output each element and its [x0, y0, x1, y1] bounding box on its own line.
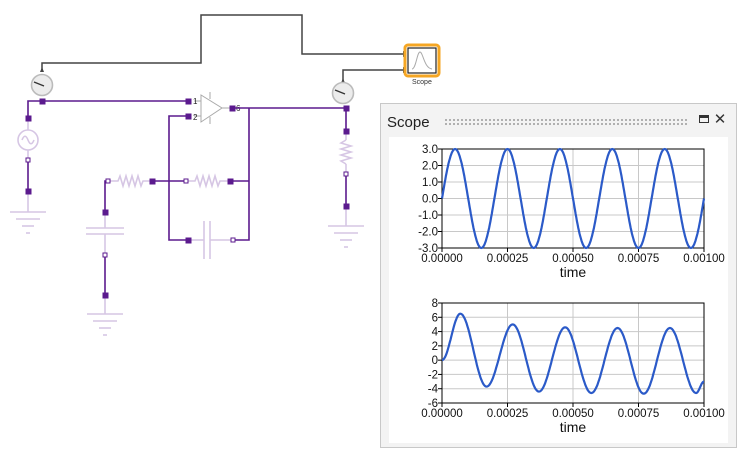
scope-block-label: Scope	[412, 79, 432, 86]
opamp-pin-2: 2	[193, 113, 198, 122]
x-tick-label: 0.00000	[421, 253, 463, 265]
resistor-r2[interactable]	[186, 173, 230, 189]
x-tick-label: 0.00050	[552, 253, 594, 265]
y-tick-label: -2	[428, 369, 438, 381]
x-tick-label: 0.00075	[618, 408, 660, 420]
x-tick-label: 0.00025	[487, 253, 529, 265]
maximize-icon	[699, 115, 709, 123]
y-tick-label: 0.0	[422, 194, 438, 206]
signal-wire-output-meter	[342, 69, 404, 82]
x-tick-label: 0.00075	[618, 253, 660, 265]
open-nodes	[25, 157, 349, 258]
resistor-load[interactable]	[338, 131, 354, 174]
x-axis-title: time	[560, 419, 587, 435]
arrow-icon	[40, 67, 44, 72]
scope-waveform-icon	[411, 51, 433, 70]
wire[interactable]	[27, 100, 188, 119]
y-tick-label: -3.0	[418, 243, 438, 255]
scope-plots[interactable]: 0.00000 0.00025 0.00050 0.00075 0.00100 3.0 2.…	[389, 137, 728, 443]
x-tick-label: 0.00000	[421, 408, 463, 420]
x-tick-label: 0.00100	[683, 253, 725, 265]
x-tick-label: 0.00050	[552, 408, 594, 420]
plot-frame	[441, 302, 705, 404]
y-tick-label: -4	[428, 384, 439, 396]
y-tick-label: 6	[432, 312, 438, 324]
y-tick-label: -2.0	[418, 227, 438, 239]
y-tick-label: 2.0	[422, 161, 438, 173]
connection-nodes	[25, 98, 350, 299]
y-tick-label: 4	[432, 327, 439, 339]
opamp-pin-1: 1	[193, 97, 198, 106]
signal-wire-input-meter	[41, 14, 404, 71]
x-tick-label: 0.00100	[683, 408, 725, 420]
circuit-wires	[27, 100, 347, 295]
signal-wires	[41, 14, 404, 82]
x-tick-label: 0.00025	[487, 408, 529, 420]
ground-symbol	[87, 295, 123, 336]
ground-symbol	[10, 192, 46, 234]
capacitor-c2[interactable]	[189, 221, 233, 259]
y-tick-label: 3.0	[422, 144, 438, 156]
scope-window-title: Scope	[387, 114, 430, 131]
maximize-button[interactable]	[697, 113, 711, 127]
series-line-output	[441, 312, 705, 395]
x-axis-title: time	[560, 264, 587, 280]
y-tick-label: -6	[428, 398, 438, 410]
y-tick-label: 2	[432, 341, 438, 353]
y-tick-label: 0	[432, 355, 438, 367]
close-icon: ✕	[713, 111, 727, 128]
y-tick-label: 8	[432, 298, 438, 310]
voltmeter-input[interactable]	[30, 73, 54, 97]
op-amp[interactable]	[194, 92, 230, 124]
y-tick-label: -1.0	[418, 210, 438, 222]
wire[interactable]	[233, 108, 250, 241]
drag-handle[interactable]	[444, 118, 687, 126]
y-tick-label: 1.0	[422, 177, 438, 189]
capacitor-c1[interactable]	[86, 212, 124, 255]
voltmeter-output[interactable]	[331, 81, 355, 105]
close-button[interactable]: ✕	[713, 111, 727, 128]
ground-symbol	[328, 206, 364, 248]
ac-voltage-source[interactable]	[17, 119, 39, 160]
wire[interactable]	[168, 115, 189, 241]
wire[interactable]	[104, 180, 108, 212]
series-line-input	[440, 147, 706, 250]
plot-area: 0.00000 0.00025 0.00050 0.00075 0.00100 3.0 2.…	[389, 137, 728, 443]
scope-block[interactable]: Scope	[403, 43, 441, 86]
resistor-r1[interactable]	[108, 173, 152, 189]
